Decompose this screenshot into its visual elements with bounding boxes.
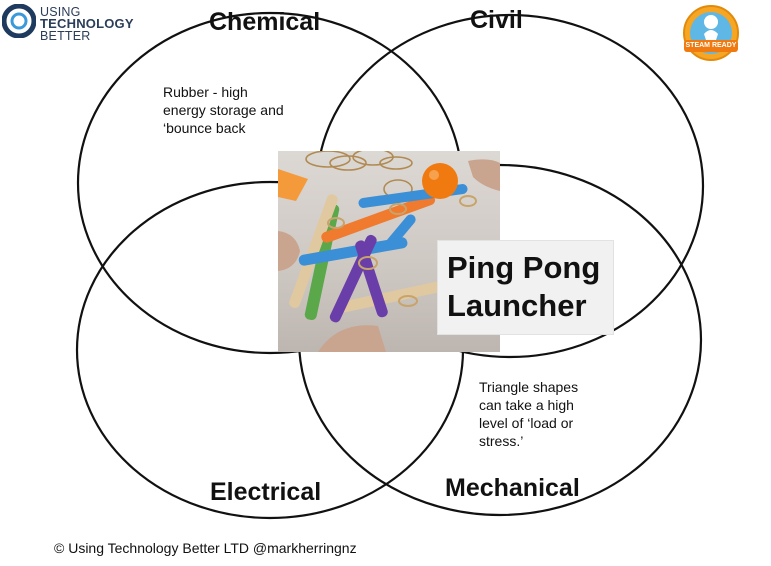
electrical-label: Electrical xyxy=(210,478,322,506)
triangle-note-line: Triangle shapes xyxy=(479,379,579,395)
triangle-note-line: level of ‘load or xyxy=(479,415,574,431)
title-line-2: Launcher xyxy=(447,288,587,323)
mechanical-label: Mechanical xyxy=(445,474,580,502)
title-box: Ping Pong Launcher xyxy=(437,240,614,335)
triangle-note-line: can take a high xyxy=(479,397,574,413)
rubber-note: Rubber - high energy storage and ‘bounce… xyxy=(163,83,284,137)
logo-line-1: USING xyxy=(40,5,81,19)
logo: USING TECHNOLOGY BETTER xyxy=(40,5,134,43)
civil-label: Civil xyxy=(470,6,523,34)
rubber-note-line: ‘bounce back xyxy=(163,120,246,136)
copyright-footer: © Using Technology Better LTD @markherri… xyxy=(54,540,357,556)
badge-label: STEAM READY xyxy=(685,42,737,49)
logo-line-3: BETTER xyxy=(40,29,91,43)
rubber-note-line: Rubber - high xyxy=(163,84,248,100)
triangle-note-line: stress.’ xyxy=(479,433,524,449)
chemical-label: Chemical xyxy=(209,8,321,36)
triangle-note: Triangle shapes can take a high level of… xyxy=(479,378,578,450)
rubber-note-line: energy storage and xyxy=(163,102,284,118)
steam-ready-badge: STEAM READY xyxy=(678,4,744,66)
title-line-1: Ping Pong xyxy=(447,250,601,285)
logo-line-2: TECHNOLOGY xyxy=(40,16,134,31)
logo-icon xyxy=(1,3,37,39)
